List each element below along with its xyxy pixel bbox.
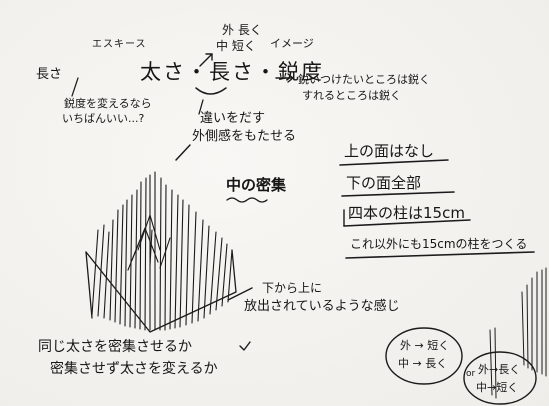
sharp-note-1: 鋭いつけたいところは鋭く xyxy=(298,73,430,86)
circle-b-line-1: 外→長く xyxy=(478,363,521,376)
circle-a-line-1: 外 → 短く xyxy=(400,339,450,352)
thickness-note-2: 密集させず太さを変えるか xyxy=(50,361,218,377)
difference-note-1: 違いをだす xyxy=(200,111,266,126)
list-item-bottom-face: 下の面全部 xyxy=(346,174,422,192)
outer-long-note: 外 長く xyxy=(222,23,262,37)
list-item-top-face: 上の面はなし xyxy=(344,142,435,160)
difference-note-2: 外側感をもたせる xyxy=(192,129,297,144)
center-density-label: 中の密集 xyxy=(226,176,287,194)
diffuse-note-1: 下から上に xyxy=(262,281,323,295)
change-sharpness-note-2: いちばんいい...? xyxy=(62,112,145,125)
circle-b-line-2: 中→短く xyxy=(476,381,519,394)
sharp-note-2: すれるところは鋭く xyxy=(302,89,401,102)
image-note: イメージ xyxy=(270,37,314,50)
or-connector: or xyxy=(466,369,476,379)
list-item-four-pillars: 四本の柱は15cm xyxy=(348,204,465,222)
thickness-note-1: 同じ太さを密集させるか xyxy=(38,339,192,355)
change-sharpness-note-1: 鋭度を変えるなら xyxy=(64,97,152,110)
list-item-extra-pillars: これ以外にも15cmの柱をつくる xyxy=(350,237,528,251)
circle-a-line-2: 中 → 長く xyxy=(398,357,448,370)
sketch-title: エスキース xyxy=(92,39,147,50)
length-label: 長さ xyxy=(36,67,63,82)
diffuse-note-2: 放出されているような感じ xyxy=(244,299,400,314)
inner-short-note: 中 短く xyxy=(216,39,256,53)
main-heading: 太さ・長さ・鋭度 xyxy=(140,60,324,84)
